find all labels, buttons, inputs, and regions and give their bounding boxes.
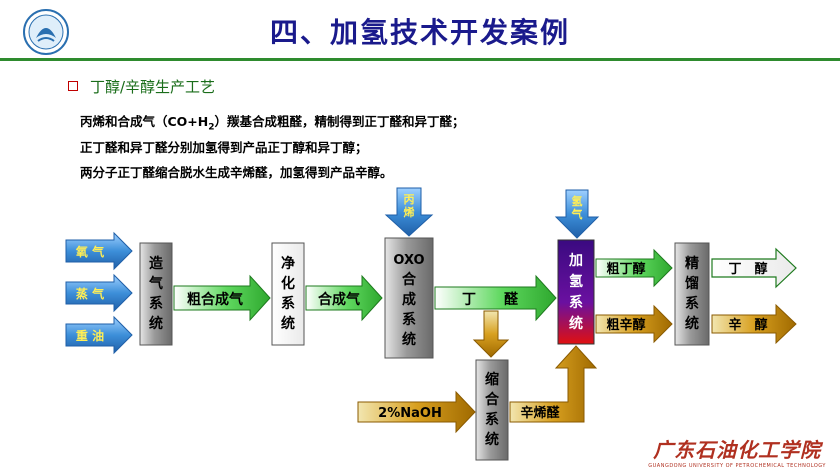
desc-line1-sub: 2	[208, 122, 215, 133]
gasifier-system-box: 造 气 系 统	[139, 242, 173, 346]
desc-line1-suffix: ）羰基合成粗醛，精制得到正丁醛和异丁醛；	[214, 114, 465, 129]
butanol-product-arrow: 丁 醇	[711, 247, 797, 289]
description-line-3: 两分子正丁醛缩合脱水生成辛烯醛，加氢得到产品辛醇。	[80, 165, 393, 180]
input-label-heavy-oil: 重 油	[76, 328, 104, 343]
hydrogen-char-2: 气	[571, 207, 583, 221]
aldehyde-to-condense-arrow	[472, 310, 510, 358]
oxo-system-box: OXO 合 成 系 统	[384, 237, 434, 359]
hydrogenation-system-box: 加 氢 系 统	[557, 239, 595, 345]
section-subtitle: 丁醇/辛醇生产工艺	[90, 78, 216, 96]
purify-char-3: 系	[281, 295, 295, 312]
hydro-char-2: 氢	[569, 273, 583, 290]
condense-char-1: 缩	[485, 371, 499, 388]
input-arrow-steam: 蒸 气	[65, 273, 133, 313]
school-logo-icon	[23, 9, 69, 55]
butyraldehyde-label: 丁 醛	[462, 291, 519, 308]
crude-butanol-label: 粗丁醇	[606, 261, 645, 277]
condense-char-2: 合	[485, 391, 500, 408]
condense-char-4: 统	[485, 431, 499, 448]
crude-octanol-label: 粗辛醇	[606, 317, 645, 333]
crude-octanol-arrow: 粗辛醇	[595, 304, 673, 344]
crude-syngas-arrow: 粗合成气	[173, 274, 271, 322]
title-divider	[0, 58, 840, 61]
propylene-arrow: 丙 烯	[384, 187, 434, 237]
octenal-label: 辛烯醛	[520, 405, 560, 421]
purify-char-4: 统	[281, 315, 295, 332]
hydrogen-arrow: 氢 气	[554, 189, 600, 239]
page-header: 四、加氢技术开发案例	[0, 0, 840, 62]
hydro-char-4: 统	[569, 315, 583, 332]
distillation-system-box: 精 馏 系 统	[674, 242, 710, 346]
gasifier-char-2: 气	[148, 275, 163, 292]
distill-char-3: 系	[685, 295, 699, 312]
oxo-char-4: 统	[402, 331, 416, 348]
condense-char-3: 系	[485, 411, 499, 428]
octenal-arrow: 辛烯醛	[509, 345, 598, 423]
syngas-arrow: 合成气	[305, 274, 383, 322]
description-line-1: 丙烯和合成气（CO+H2）羰基合成粗醛，精制得到正丁醛和异丁醛；	[80, 111, 465, 133]
purify-char-2: 化	[281, 275, 295, 292]
description-line-2: 正丁醛和异丁醛分别加氢得到产品正丁醇和异丁醇；	[80, 140, 368, 155]
oxo-char-3: 系	[402, 311, 416, 328]
oxo-char-2: 成	[402, 291, 416, 308]
gasifier-char-3: 系	[149, 295, 163, 312]
hydrogen-char-1: 氢	[572, 194, 583, 208]
purify-char-1: 净	[281, 255, 295, 272]
distill-char-1: 精	[685, 255, 699, 272]
gasifier-char-1: 造	[149, 255, 163, 272]
hydro-char-3: 系	[569, 294, 583, 311]
purify-system-box: 净 化 系 统	[271, 242, 305, 346]
syngas-label: 合成气	[318, 291, 360, 308]
propylene-char-2: 烯	[404, 205, 415, 219]
hydro-char-1: 加	[568, 253, 583, 269]
naoh-arrow: 2%NaOH	[357, 390, 476, 434]
oxo-char-1: 合	[402, 271, 417, 288]
propylene-char-1: 丙	[404, 193, 415, 206]
naoh-label: 2%NaOH	[378, 406, 442, 421]
school-name-en: GUANGDONG UNIVERSITY OF PETROCHEMICAL TE…	[648, 463, 826, 469]
input-label-steam: 蒸 气	[76, 286, 104, 301]
oxo-label: OXO	[393, 253, 424, 268]
distill-char-2: 馏	[684, 275, 699, 292]
crude-butanol-arrow: 粗丁醇	[595, 248, 673, 288]
octanol-product-arrow: 辛 醇	[711, 303, 797, 345]
distill-char-4: 统	[685, 315, 699, 332]
condensation-system-box: 缩 合 系 统	[475, 359, 509, 461]
gasifier-char-4: 统	[149, 315, 163, 332]
desc-line1-prefix: 丙烯和合成气（CO+H	[80, 114, 209, 129]
bullet-square-icon	[68, 81, 78, 91]
input-arrow-oxygen: 氧 气	[65, 231, 133, 271]
crude-syngas-label: 粗合成气	[187, 291, 243, 308]
input-arrow-heavy-oil: 重 油	[65, 315, 133, 355]
input-label-oxygen: 氧 气	[75, 244, 104, 259]
butanol-label: 丁 醇	[728, 261, 767, 277]
school-name-cn: 广东石油化工学院	[653, 438, 822, 462]
school-signature: 广东石油化工学院 GUANGDONG UNIVERSITY OF PETROCH…	[648, 434, 826, 469]
butyraldehyde-arrow: 丁 醛	[434, 274, 557, 322]
page-title: 四、加氢技术开发案例	[270, 16, 571, 49]
octanol-label: 辛 醇	[728, 317, 767, 333]
